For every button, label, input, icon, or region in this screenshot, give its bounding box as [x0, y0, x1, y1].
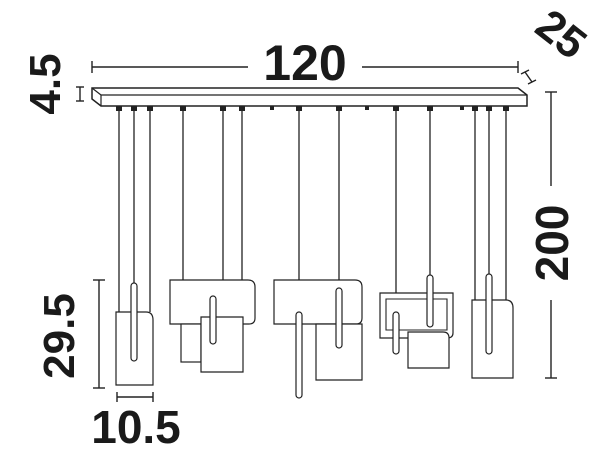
- shade-height-dimension: 29.5: [35, 279, 105, 389]
- mount-point: [220, 106, 226, 111]
- shade-front: [200, 316, 244, 373]
- mount-point: [147, 106, 153, 111]
- total-height-dimension: 200: [526, 91, 578, 379]
- canopy-height-dimension: 4.5: [21, 53, 84, 115]
- canopy-height-label: 4.5: [21, 53, 70, 114]
- mount-point: [336, 106, 342, 111]
- depth-dimension: 25: [520, 0, 596, 85]
- width-label: 120: [263, 35, 346, 91]
- mount-point: [270, 106, 274, 110]
- canopy: [91, 87, 528, 111]
- depth-dim-tick-a: [520, 69, 530, 75]
- shade-height-label: 29.5: [35, 293, 84, 379]
- light-rod: [335, 287, 343, 349]
- shade-group-4: [379, 274, 454, 369]
- mount-point: [180, 106, 186, 111]
- light-rod: [485, 273, 493, 355]
- shade-group-2: [169, 279, 256, 373]
- width-dimension: 120: [91, 35, 519, 91]
- light-rod: [392, 311, 400, 355]
- mount-point: [116, 106, 122, 111]
- shade-front: [315, 323, 363, 381]
- depth-label: 25: [527, 0, 596, 69]
- mount-point: [460, 106, 464, 110]
- shade-back: [180, 323, 202, 363]
- mount-point: [131, 106, 137, 111]
- mount-point: [472, 106, 478, 111]
- light-rod: [130, 282, 138, 362]
- mount-point: [239, 106, 245, 111]
- depth-dim-line: [524, 71, 533, 83]
- suspension-wires: [118, 111, 507, 317]
- light-rod: [426, 274, 434, 328]
- total-height-label: 200: [526, 205, 578, 282]
- canopy-edge-1: [91, 87, 102, 96]
- mount-point: [486, 106, 492, 111]
- shade-wide-top: [273, 279, 363, 325]
- mount-point: [296, 106, 302, 111]
- shade-group-1: [115, 282, 154, 386]
- shade-front: [407, 331, 450, 369]
- shade-frame-outer: [379, 292, 454, 339]
- light-rod: [209, 295, 217, 345]
- shade-width-dimension: 10.5: [91, 392, 181, 453]
- canopy-body: [91, 87, 528, 107]
- mount-point: [427, 106, 433, 111]
- shade-width-label: 10.5: [91, 401, 181, 453]
- mount-point: [503, 106, 509, 111]
- shade-group-3: [273, 279, 363, 399]
- light-rod: [295, 311, 303, 399]
- depth-dim-tick-b: [527, 79, 537, 85]
- mount-point: [365, 106, 369, 110]
- shade-group-5: [471, 273, 514, 379]
- mount-point: [393, 106, 399, 111]
